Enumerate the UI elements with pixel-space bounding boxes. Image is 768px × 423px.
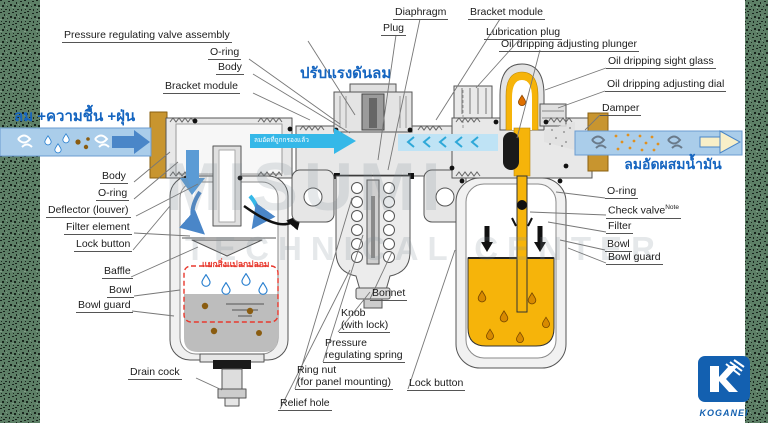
label-check-valve-note: Note bbox=[665, 204, 679, 211]
mist-dots bbox=[549, 125, 571, 147]
filtered-air-arrow bbox=[250, 128, 498, 154]
label-bowl-guard-right: Bowl guard bbox=[606, 251, 663, 265]
label-knob-line2: (with lock) bbox=[341, 319, 389, 331]
label-damper: Damper bbox=[600, 102, 642, 116]
label-o-ring-left: O-ring bbox=[96, 187, 130, 201]
label-check-valve-text: Check valve bbox=[608, 204, 666, 217]
koganei-logo: KOGANEI bbox=[694, 356, 754, 418]
label-knob-line1: Knob bbox=[341, 307, 366, 319]
lubricator-unit bbox=[451, 63, 609, 369]
label-diaphragm: Diaphragm bbox=[393, 6, 449, 20]
label-spring-line1: Pressure bbox=[325, 337, 368, 349]
oil-mist-dots bbox=[614, 133, 660, 152]
thai-filtered-compressed-air: ลมอัดที่ถูกกรองแล้ว bbox=[254, 137, 309, 144]
label-lock-button-bottom: Lock button bbox=[407, 377, 466, 391]
label-oil-dripping-sight-glass: Oil dripping sight glass bbox=[606, 55, 716, 69]
label-knob-with-lock: Knob(with lock) bbox=[339, 307, 391, 333]
label-lock-button-left: Lock button bbox=[74, 238, 133, 252]
label-baffle: Baffle bbox=[102, 265, 133, 279]
label-body-top: Body bbox=[216, 61, 244, 75]
label-bracket-module-right: Bracket module bbox=[468, 6, 545, 20]
label-pressure-regulating-valve-assembly: Pressure regulating valve assembly bbox=[62, 29, 232, 43]
label-drain-cock: Drain cock bbox=[128, 366, 182, 380]
regulating-spring-coils bbox=[351, 182, 395, 263]
label-oil-dripping-adjusting-plunger: Oil dripping adjusting plunger bbox=[499, 38, 640, 52]
label-plug: Plug bbox=[381, 22, 407, 36]
label-ring-nut: Ring nut(for panel mounting) bbox=[295, 364, 393, 390]
inlet-flow-arrow bbox=[0, 127, 205, 195]
label-check-valve: Check valveNote bbox=[606, 202, 681, 219]
label-bowl-right: Bowl bbox=[605, 238, 632, 252]
leader-lines bbox=[130, 18, 607, 410]
label-bowl-guard-left: Bowl guard bbox=[76, 299, 133, 313]
label-oil-dripping-adjusting-dial: Oil dripping adjusting dial bbox=[605, 78, 727, 92]
outlet-flow-arrow bbox=[574, 130, 743, 156]
label-body-left: Body bbox=[100, 170, 128, 184]
thai-separate-contaminants: แยกสิ่งแปลกปลอม bbox=[202, 259, 270, 269]
koganei-logo-mark bbox=[698, 356, 750, 402]
label-o-ring-right: O-ring bbox=[605, 185, 639, 199]
label-bracket-module-left: Bracket module bbox=[163, 80, 240, 94]
koganei-logo-text: KOGANEI bbox=[699, 408, 749, 418]
flow-dash-chevrons bbox=[406, 136, 479, 148]
label-bonnet: Bonnet bbox=[370, 287, 408, 301]
label-bowl-left: Bowl bbox=[107, 284, 134, 298]
thai-inlet-air-moisture-dust: ลม +ความชื้น +ฝุ่น bbox=[14, 108, 136, 125]
label-filter-right: Filter bbox=[606, 220, 634, 234]
label-ring-nut-line2: (for panel mounting) bbox=[297, 376, 391, 388]
label-ring-nut-line1: Ring nut bbox=[297, 364, 337, 376]
thai-adjust-air-pressure: ปรับแรงดันลม bbox=[300, 65, 392, 82]
thai-compressed-air-with-oil: ลมอัดผสมน้ำมัน bbox=[624, 156, 722, 172]
label-relief-hole: Relief hole bbox=[278, 397, 332, 411]
label-filter-element: Filter element bbox=[64, 221, 132, 235]
label-spring-line2: regulating spring bbox=[325, 349, 403, 361]
label-lubrication-plug: Lubrication plug bbox=[484, 26, 563, 40]
label-o-ring-top: O-ring bbox=[208, 46, 242, 60]
label-deflector-louver: Deflector (louver) bbox=[46, 204, 131, 218]
